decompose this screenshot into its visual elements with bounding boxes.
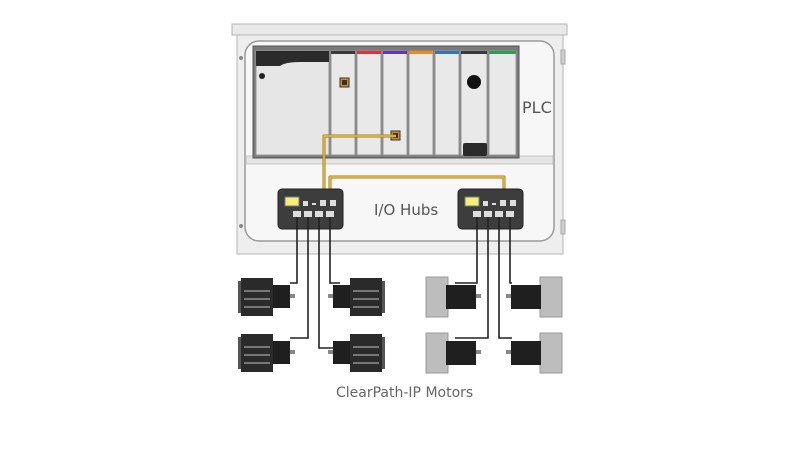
motor-icon bbox=[506, 276, 563, 318]
plc-rack-icon bbox=[252, 45, 520, 159]
plc-label: PLC bbox=[522, 98, 552, 117]
motor-icon bbox=[506, 332, 563, 374]
motor-icon bbox=[238, 334, 295, 372]
motors-label: ClearPath-IP Motors bbox=[336, 385, 474, 401]
motor-icon bbox=[328, 278, 385, 316]
io-hub-icon bbox=[277, 188, 344, 230]
io-hubs-label: I/O Hubs bbox=[374, 201, 439, 219]
motor-icon bbox=[238, 278, 295, 316]
motor-icon bbox=[425, 332, 481, 374]
motor-icon bbox=[425, 276, 481, 318]
io-hub-icon bbox=[457, 188, 524, 230]
motor-icon bbox=[328, 334, 385, 372]
